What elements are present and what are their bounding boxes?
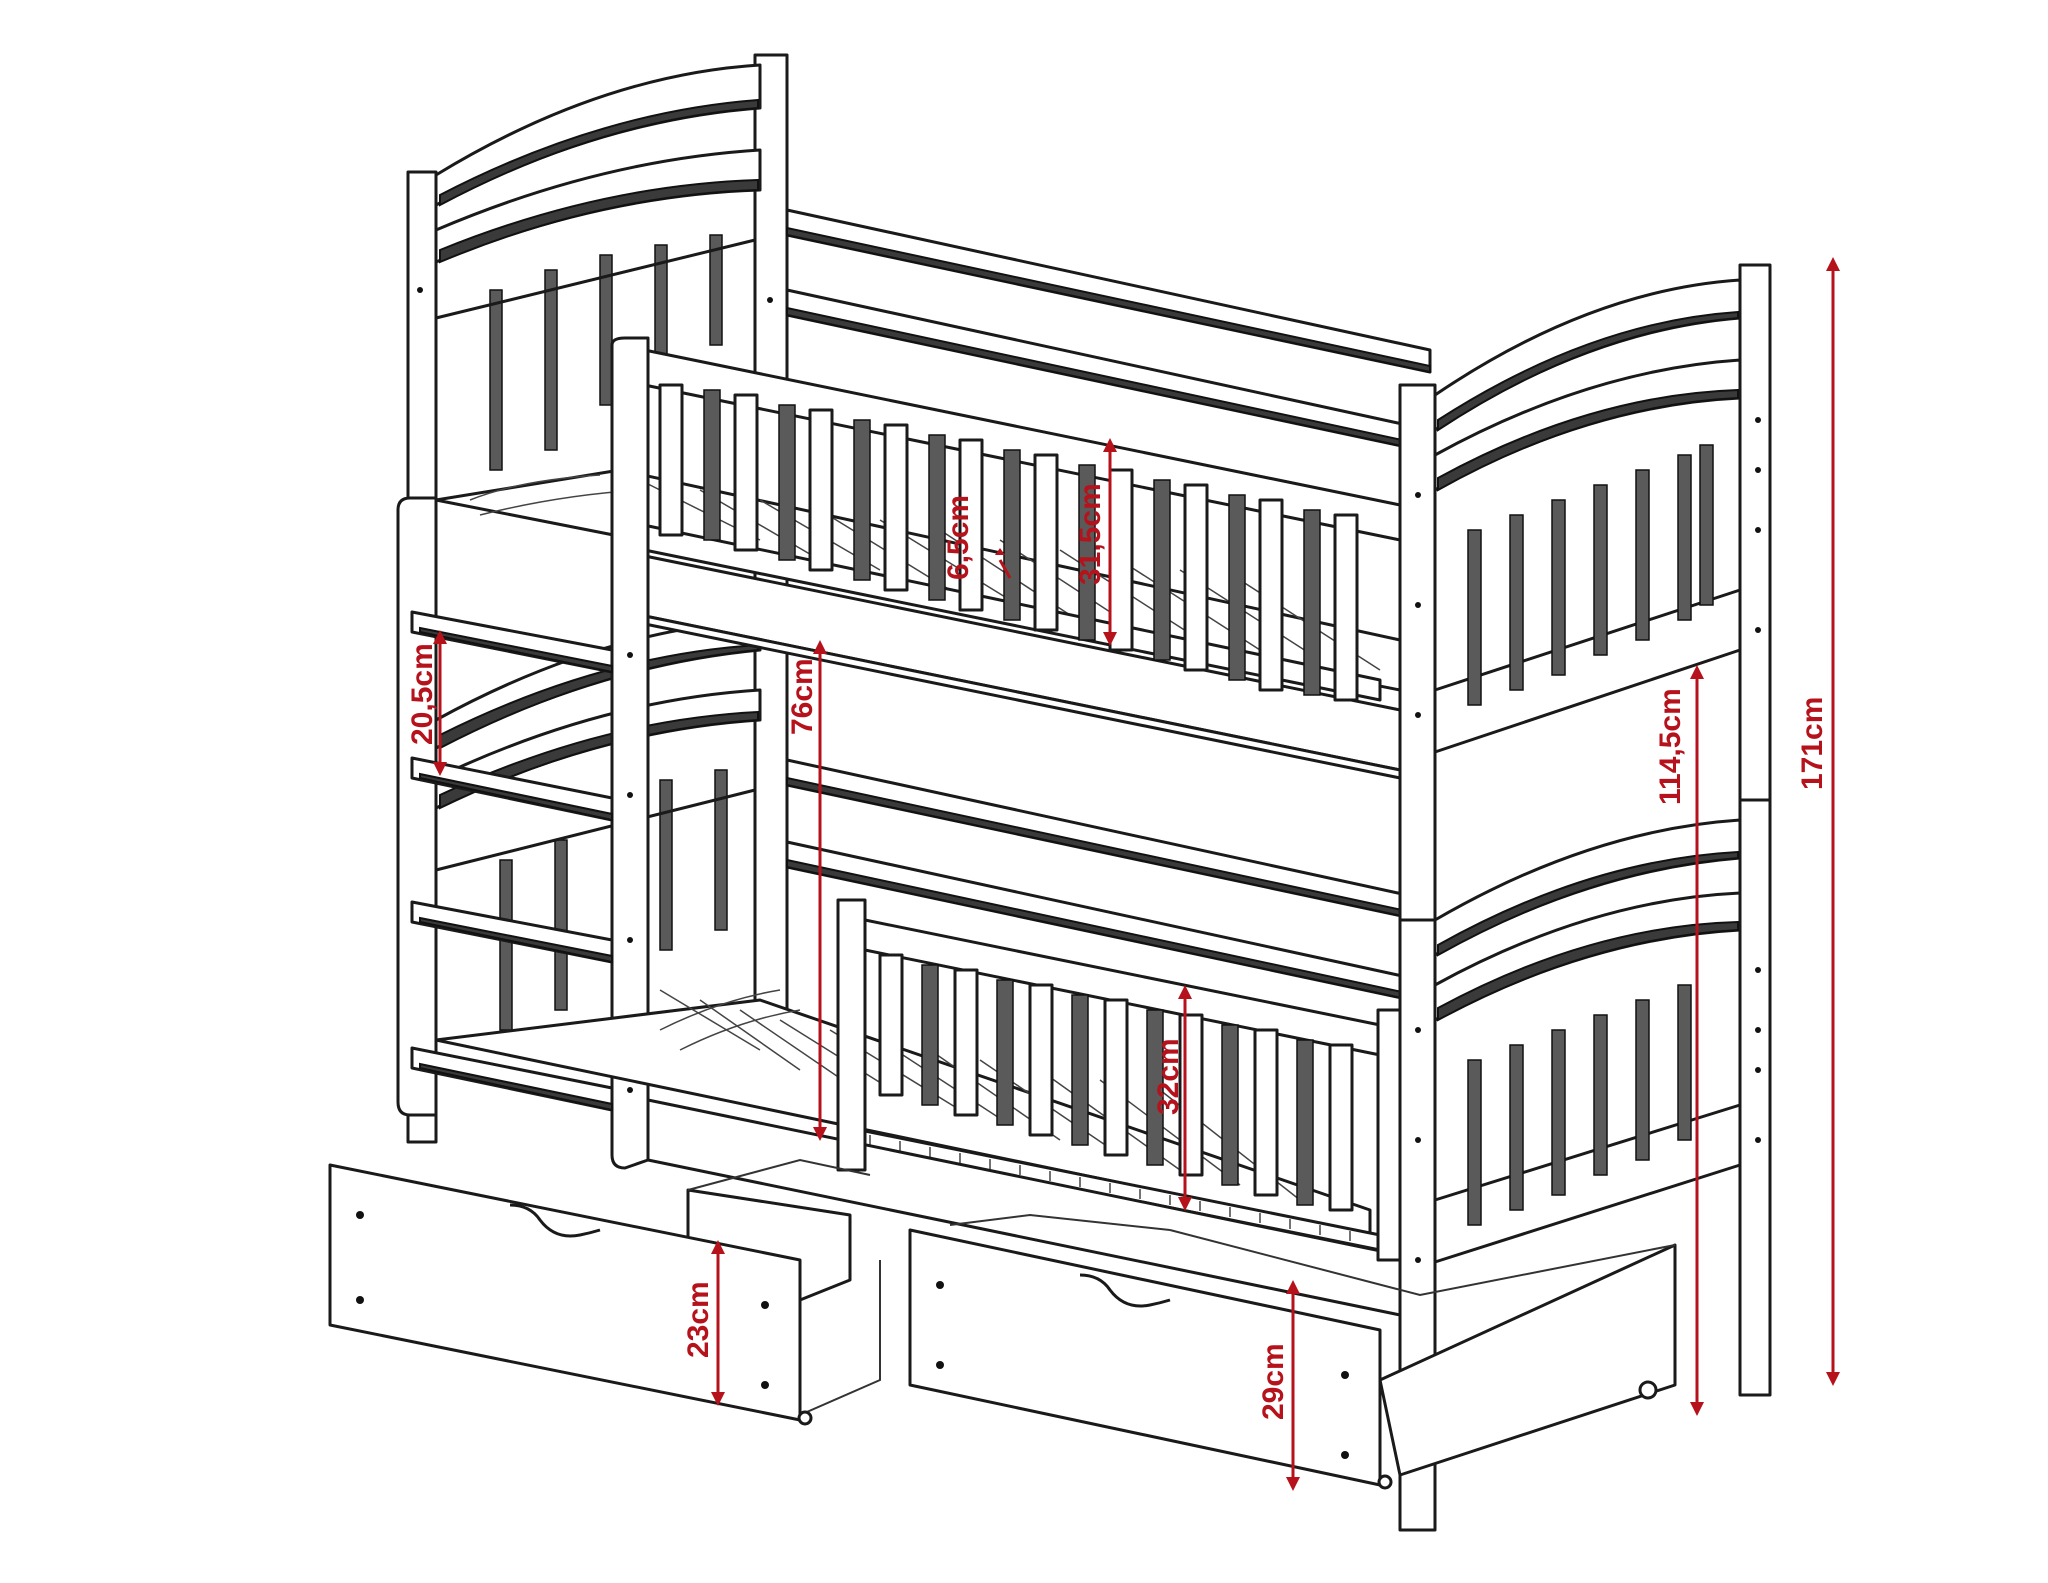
right-end-frame <box>1398 263 1772 1532</box>
dimension-rail-height-bottom: 32cm <box>1152 985 1192 1211</box>
dimension-upper-bed-height: 114,5cm <box>1654 665 1704 1416</box>
dim-label-ladder-step: 20,5cm <box>406 643 439 745</box>
dimension-ladder-step: 20,5cm <box>406 630 447 776</box>
dimension-drawer-height-left: 23cm <box>682 1240 725 1406</box>
dim-label-drawer-height-left: 23cm <box>682 1281 715 1358</box>
upper-guard-rail <box>610 336 1402 1170</box>
dimension-bed-clearance: 76cm <box>786 640 827 1141</box>
lower-guard-rail <box>836 898 1402 1262</box>
dim-label-drawer-height-right: 29cm <box>1257 1343 1290 1420</box>
dimension-total-height: 171cm <box>1796 257 1840 1386</box>
back-side-rails <box>785 208 1432 1006</box>
dim-label-total-height: 171cm <box>1796 697 1829 790</box>
upper-front-panel <box>638 553 1402 780</box>
drawer-right <box>908 1213 1677 1490</box>
dim-label-upper-bed-height: 114,5cm <box>1654 688 1687 805</box>
drawer-left <box>328 1158 881 1426</box>
dim-label-rail-height-top: 31,5cm <box>1074 483 1107 585</box>
dimension-drawer-height-right: 29cm <box>1257 1280 1300 1491</box>
dim-label-slat-gap: 6,5cm <box>942 495 975 580</box>
dimension-slat-gap: 6,5cm <box>942 495 1012 580</box>
dim-label-bed-clearance: 76cm <box>786 658 819 735</box>
lower-front-panel <box>646 1098 1402 1317</box>
dim-label-rail-height-bottom: 32cm <box>1152 1038 1185 1115</box>
ladder <box>396 287 773 1117</box>
dimension-rail-height-top: 31,5cm <box>1074 438 1117 646</box>
